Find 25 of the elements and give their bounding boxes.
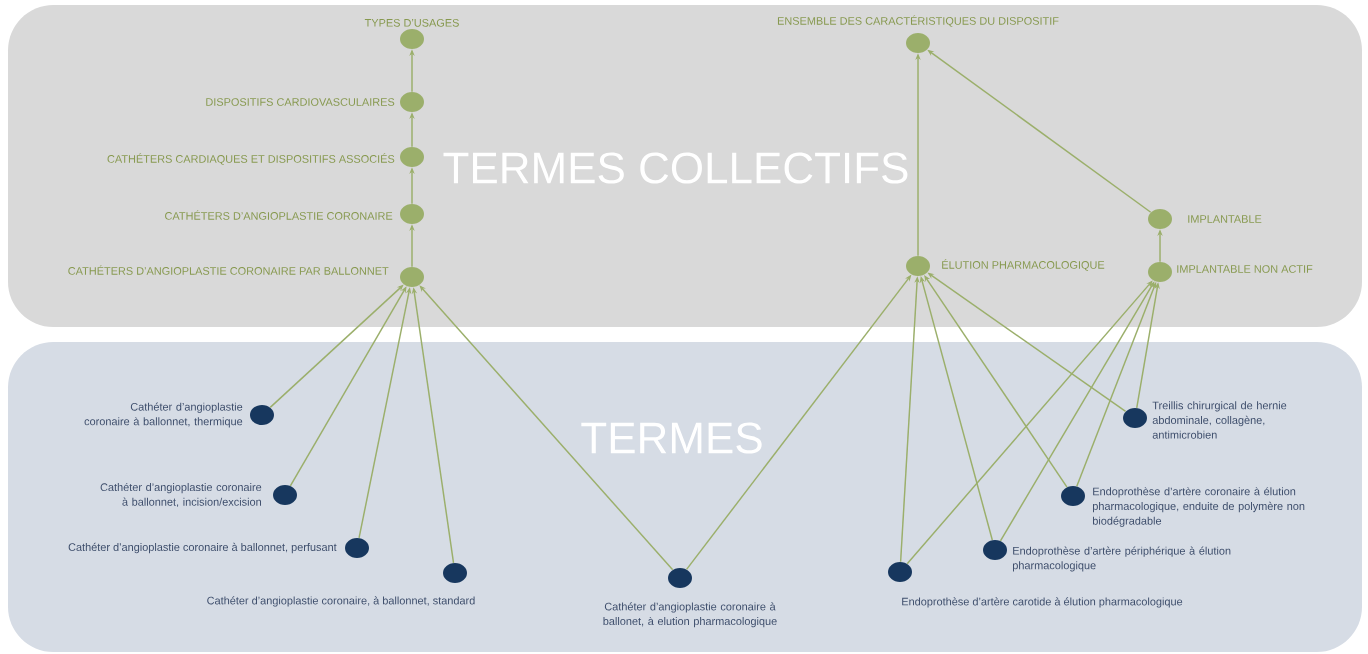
term-label: ENSEMBLE DES CARACTÉRISTIQUES DU DISPOSITIF [777, 15, 1059, 27]
term-label: CATHÉTERS D’ANGIOPLASTIE CORONAIRE [165, 210, 393, 220]
term-label: TYPES D’USAGES [364, 19, 459, 27]
term-label: Treillis chirurgical de hernie abdominale, collagène, antimicrobien [1152, 401, 1287, 439]
term-label: Endoprothèse d’artère coronaire à élution pharmacologique, enduite de polymère non biodégradable [1093, 487, 1305, 527]
term-label: Endoprothèse d’artère périphérique à élution pharmacologique [1013, 546, 1231, 572]
term-label: Cathéter d’angioplastie coronaire à ballonnet, incision/excision [100, 482, 262, 508]
band-background [8, 5, 1362, 327]
arrow [919, 276, 994, 541]
arrow [419, 285, 674, 571]
term-label: Cathéter d’angioplastie coronaire à ballonnet, perfusant [68, 542, 337, 554]
term-label: Cathéter d’angioplastie coronaire, à ballonnet, standard [207, 596, 475, 607]
term-label: DISPOSITIFS CARDIOVASCULAIRES [206, 98, 395, 106]
arrow [999, 281, 1155, 542]
arrow [289, 286, 407, 487]
band-background [8, 342, 1362, 652]
term-label: IMPLANTABLE [1188, 215, 1262, 223]
term-label: CATHÉTERS CARDIAQUES ET DISPOSITIFS ASSOCIÉS [107, 153, 395, 165]
term-label: CATHÉTERS D’ANGIOPLASTIE CORONAIRE PAR BALLONNET [68, 265, 389, 275]
term-label: IMPLANTABLE NON ACTIF [1177, 265, 1313, 273]
term-label: Cathéter d’angioplastie coronaire à ballonnet, thermique [84, 402, 243, 428]
term-label: ÉLUTION PHARMACOLOGIQUE [942, 259, 1105, 271]
term-label: Cathéter d’angioplastie coronaire à ballonet, à elution pharmacologique [603, 602, 777, 628]
term-label: Endoprothèse d’artère carotide à élution pharmacologique [902, 597, 1183, 608]
arrow [906, 280, 1153, 565]
